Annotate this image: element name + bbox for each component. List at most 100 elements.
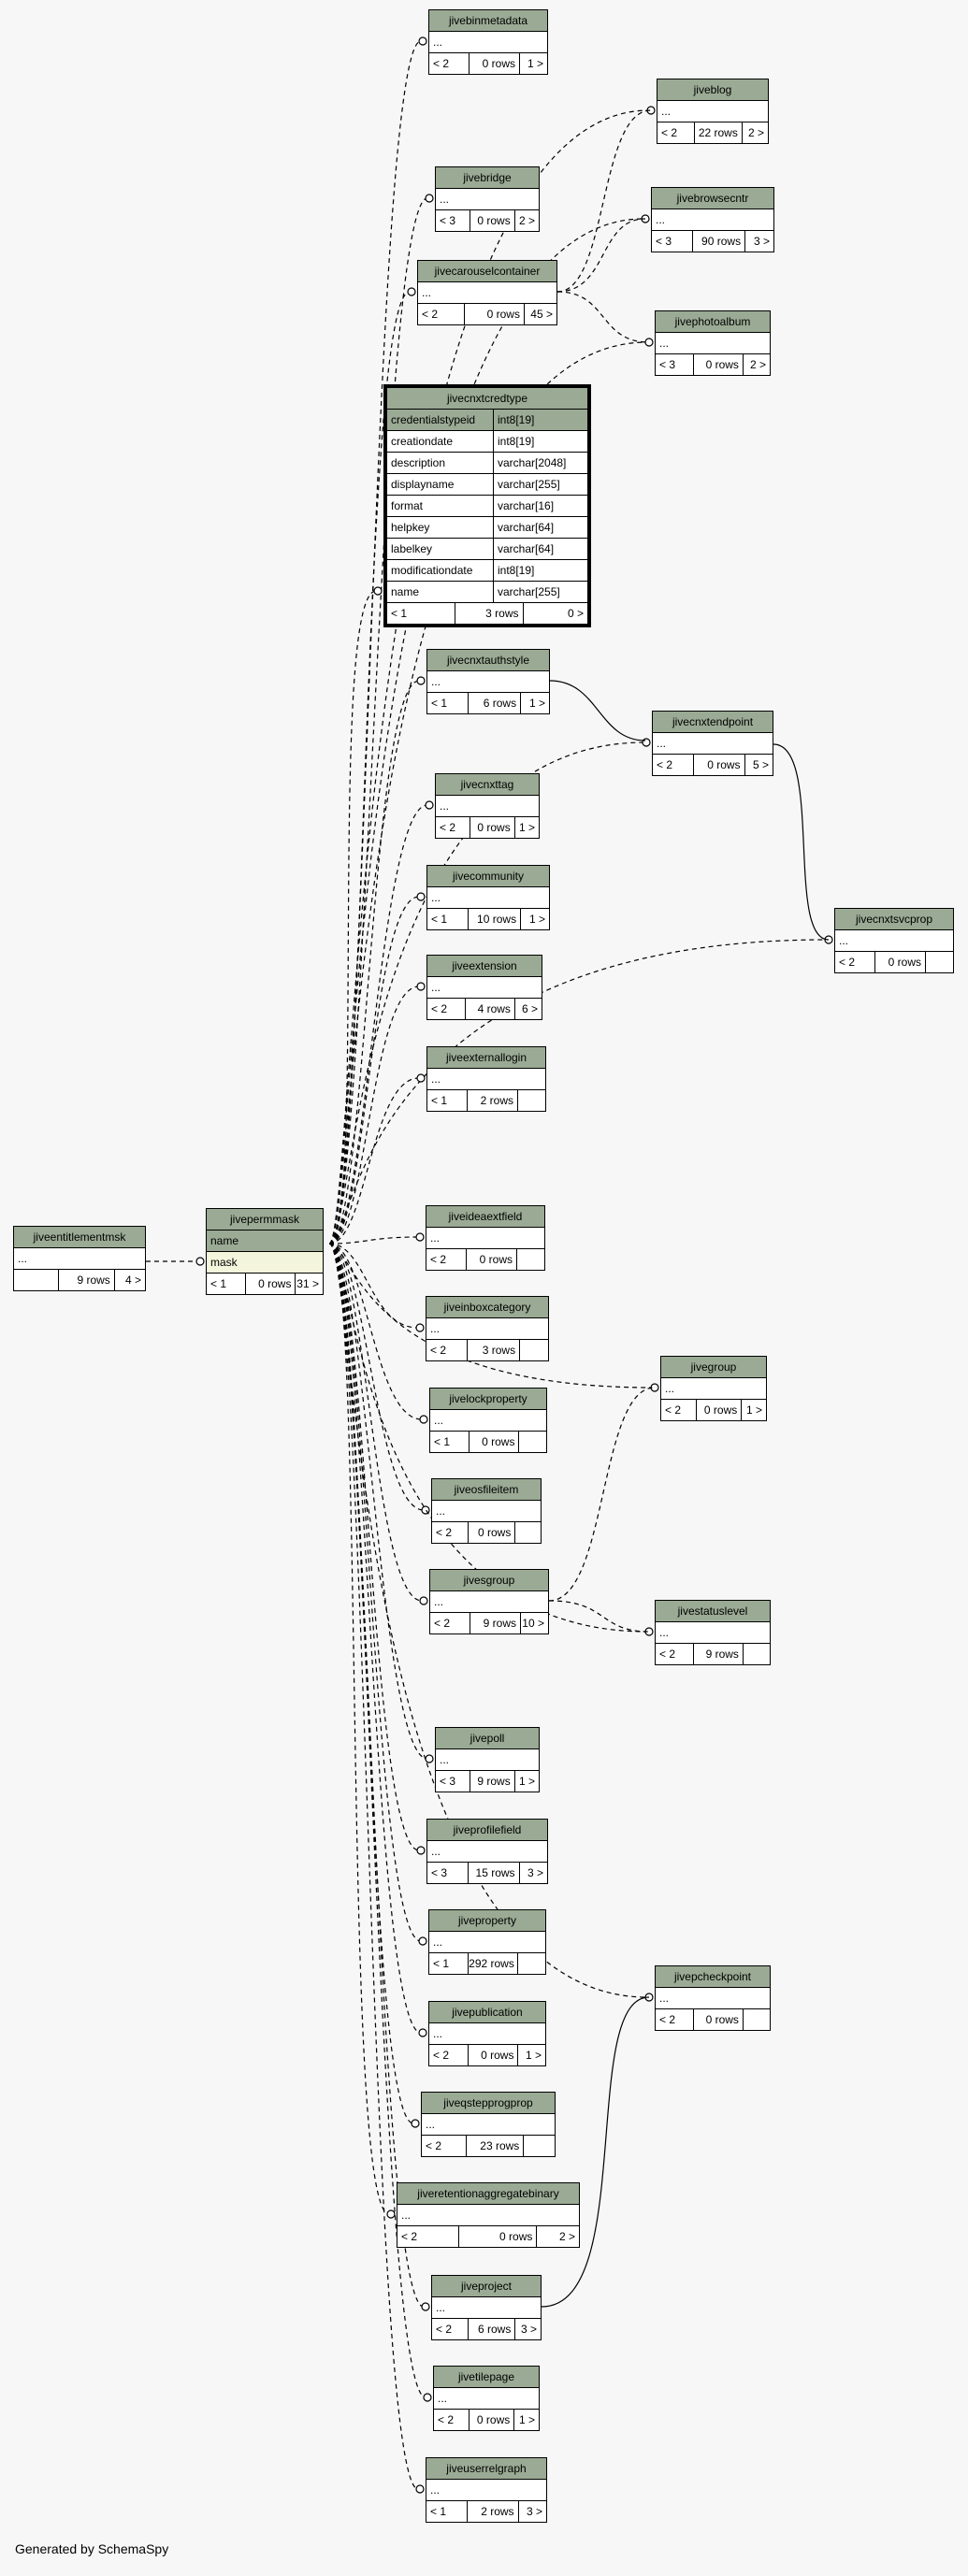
table-title: jiveideaextfield (426, 1206, 544, 1228)
jiveinboxcategory-crowfoot-icon (415, 1323, 425, 1332)
jivecommunity-edge (328, 896, 420, 1245)
sgroup-status-edge (548, 1600, 650, 1633)
table-title: jivegroup (661, 1357, 766, 1378)
column-row[interactable]: ... (835, 930, 953, 952)
column-row[interactable]: ... (426, 2480, 546, 2501)
column-row[interactable]: ... (429, 2023, 545, 2045)
column-row[interactable]: ... (397, 2205, 579, 2226)
jivebinmetadata-edge (328, 40, 422, 1245)
column-row[interactable]: name (207, 1230, 323, 1252)
column-row[interactable]: ... (427, 1069, 545, 1090)
column-row[interactable]: ... (656, 333, 770, 354)
column-row[interactable]: ... (432, 2297, 541, 2319)
table-title: jivepoll (436, 1728, 539, 1749)
jivepoll-crowfoot-icon (425, 1754, 434, 1763)
column-row[interactable]: ... (652, 209, 773, 231)
table-title: jivecommunity (427, 866, 549, 887)
column-row[interactable]: ... (426, 1228, 544, 1249)
column-row[interactable]: ... (427, 887, 549, 909)
column-row[interactable]: ... (430, 1410, 546, 1432)
column-row[interactable]: ... (436, 1749, 539, 1771)
jivetilepage-crowfoot-icon (423, 2393, 432, 2402)
table-title: jiveosfileitem (432, 1479, 541, 1501)
column-row[interactable]: ... (427, 1841, 547, 1863)
column-row[interactable]: ... (429, 32, 547, 53)
column-row[interactable]: ... (422, 2114, 555, 2136)
column-row[interactable]: ... (426, 1318, 548, 1340)
jiveosfileitem-edge (328, 1243, 425, 1511)
jivephotoalbum-crowfoot-icon (644, 338, 654, 347)
column-row[interactable]: ... (427, 671, 549, 693)
jiveproject-edge (328, 1243, 425, 2308)
column-row[interactable]: ... (14, 1248, 145, 1270)
column-row[interactable]: ... (436, 189, 539, 210)
column-row[interactable]: mask (207, 1252, 323, 1274)
sgroup-group-edge (548, 1387, 656, 1602)
column-row[interactable]: ... (661, 1378, 766, 1400)
column-row[interactable]: ... (434, 2388, 539, 2410)
column-row[interactable]: ... (653, 733, 773, 755)
authstyle-endpoint-edge (549, 680, 646, 741)
column-row[interactable]: ... (429, 1932, 545, 1953)
column-row[interactable]: ... (656, 1988, 770, 2009)
carousel-browse-edge (556, 218, 646, 293)
column-row[interactable]: ... (656, 1622, 770, 1644)
column-row[interactable]: ... (436, 796, 539, 817)
column-row[interactable]: ... (418, 282, 556, 304)
column-row[interactable]: ... (432, 1501, 541, 1522)
column-row[interactable]: ... (657, 101, 768, 122)
column-row[interactable]: ... (427, 977, 542, 999)
column-row[interactable]: ... (430, 1591, 548, 1613)
jiveproperty-edge (328, 1243, 422, 1942)
